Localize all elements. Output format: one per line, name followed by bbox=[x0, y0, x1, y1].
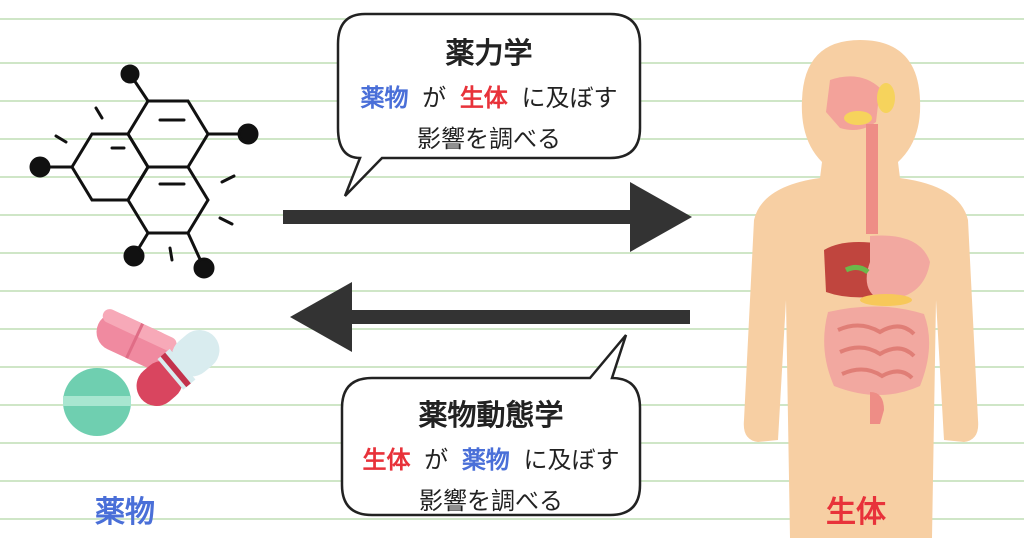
top-bubble-target: 生体 bbox=[459, 84, 508, 112]
arrow-left bbox=[290, 282, 690, 352]
bottom-bubble-target: 薬物 bbox=[461, 446, 510, 474]
bottom-bubble-subject: 生体 bbox=[362, 446, 411, 474]
bottom-bubble-particle: が bbox=[424, 446, 449, 474]
bottom-bubble-verb: に及ぼす bbox=[523, 446, 620, 474]
body-label: 生体 bbox=[826, 495, 886, 530]
human-body-icon bbox=[743, 40, 979, 538]
top-bubble-line1: 薬物 が 生体 に及ぼす bbox=[338, 78, 640, 113]
arrow-right bbox=[283, 182, 692, 252]
top-bubble-subject: 薬物 bbox=[360, 84, 409, 112]
bottom-bubble-title: 薬物動態学 bbox=[418, 398, 564, 432]
bottom-bubble-line2: 影響を調べる bbox=[419, 487, 563, 515]
top-bubble: 薬力学 薬物 が 生体 に及ぼす 影響を調べる bbox=[338, 30, 640, 154]
top-bubble-particle: が bbox=[422, 84, 447, 112]
bottom-bubble: 薬物動態学 生体 が 薬物 に及ぼす 影響を調べる bbox=[342, 392, 640, 516]
top-bubble-verb: に及ぼす bbox=[521, 84, 618, 112]
bottom-bubble-line1: 生体 が 薬物 に及ぼす bbox=[342, 440, 640, 475]
molecule-icon bbox=[29, 64, 259, 279]
top-bubble-shape bbox=[336, 12, 642, 197]
top-bubble-title: 薬力学 bbox=[445, 36, 533, 70]
top-bubble-line2: 影響を調べる bbox=[417, 125, 561, 153]
bottom-bubble-shape bbox=[340, 334, 642, 517]
pills-icon bbox=[63, 309, 220, 436]
drug-label: 薬物 bbox=[95, 495, 155, 530]
